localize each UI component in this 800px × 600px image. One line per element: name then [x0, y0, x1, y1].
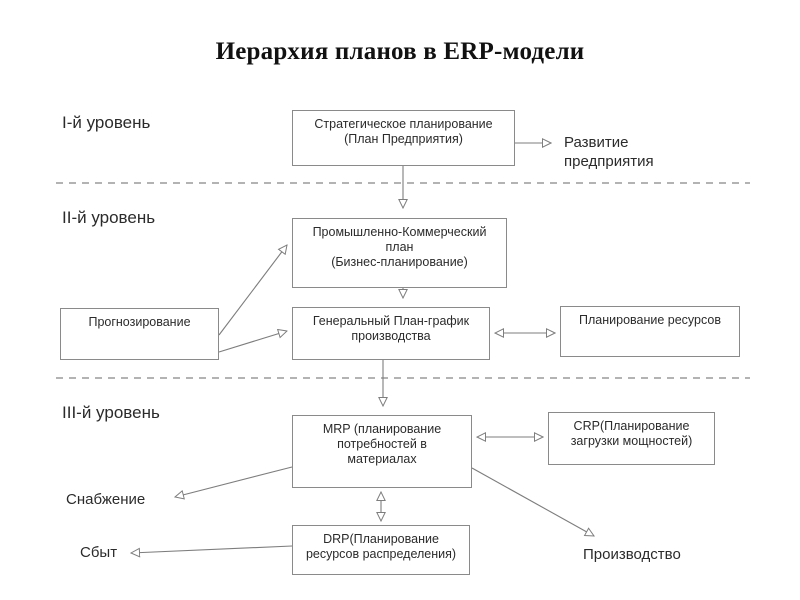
node-crp-label: CRP(Планирование загрузки мощностей) [570, 419, 693, 448]
external-label-supply: Снабжение [66, 491, 146, 508]
level-label-1: I-й уровень [62, 113, 151, 132]
external-label-sales: Сбыт [80, 544, 118, 561]
connector-drp-to-sales [131, 545, 293, 553]
node-strategic-planning-label: Стратегическое планирование (План Предпр… [314, 117, 493, 146]
node-commercial-plan[interactable]: Промышленно-Коммерческий план (Бизнес-пл… [292, 218, 507, 288]
node-strategic-planning[interactable]: Стратегическое планирование (План Предпр… [292, 110, 515, 166]
node-master-schedule[interactable]: Генеральный План-график производства [292, 307, 490, 360]
node-resource-planning-label: Планирование ресурсов [579, 313, 721, 327]
external-label-production: Производство [583, 546, 681, 563]
node-mrp-label: MRP (планирование потребностей в материа… [322, 422, 442, 466]
node-crp[interactable]: CRP(Планирование загрузки мощностей) [548, 412, 715, 465]
node-forecasting[interactable]: Прогнозирование [60, 308, 219, 360]
node-forecasting-label: Прогнозирование [88, 315, 191, 329]
node-master-schedule-label: Генеральный План-график производства [312, 314, 470, 343]
node-commercial-plan-label: Промышленно-Коммерческий план (Бизнес-пл… [312, 225, 487, 269]
level-label-2: II-й уровень [62, 208, 156, 227]
node-drp[interactable]: DRP(Планирование ресурсов распределения) [292, 525, 470, 575]
node-resource-planning[interactable]: Планирование ресурсов [560, 306, 740, 357]
connector-mrp-to-production [471, 467, 594, 536]
page-title: Иерархия планов в ERP-модели [215, 38, 585, 65]
connector-mrp-to-supply [175, 466, 293, 497]
external-label-enterprise-development: Развитие предприятия [564, 134, 654, 170]
connector-forecasting-to-commercial [218, 245, 287, 336]
node-mrp[interactable]: MRP (планирование потребностей в материа… [292, 415, 472, 488]
connector-forecasting-to-master [218, 331, 287, 353]
node-drp-label: DRP(Планирование ресурсов распределения) [305, 532, 457, 561]
level-label-3: III-й уровень [62, 403, 160, 422]
